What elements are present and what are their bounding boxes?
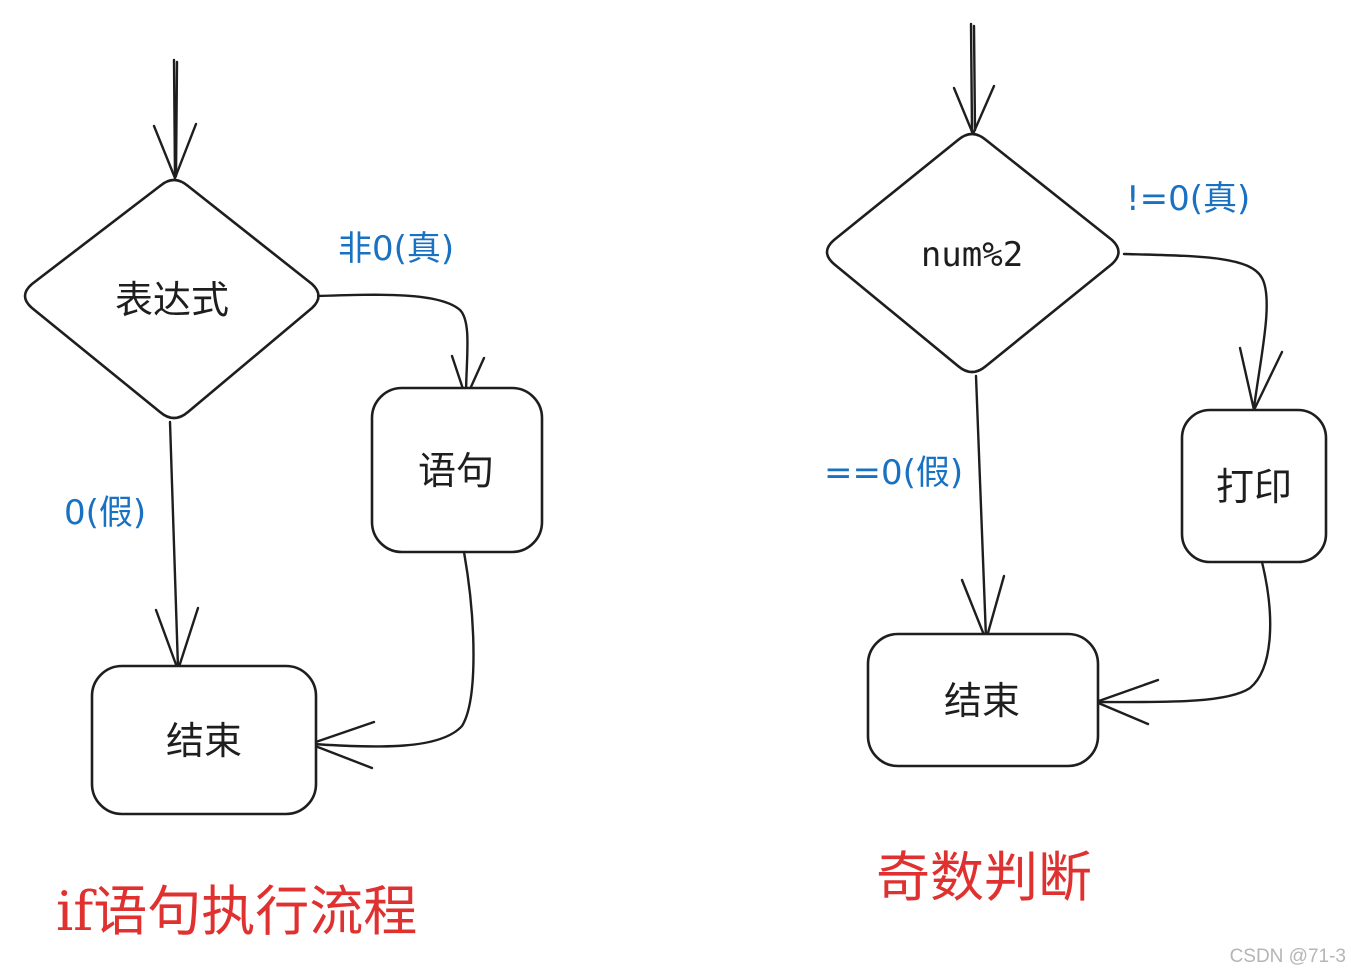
right-statement-to-end-edge: [1094, 560, 1272, 726]
right-end-text: 结束: [944, 679, 1020, 723]
left-statement-to-end-edge: [308, 550, 475, 770]
right-entry-arrow: [952, 22, 996, 136]
csdn-watermark: CSDN @71-3: [1230, 946, 1346, 967]
right-false-edge: [960, 374, 1006, 642]
left-statement-box: [370, 386, 544, 554]
right-statement-text: 打印: [1216, 465, 1292, 509]
right-decision-text: num%2: [921, 235, 1023, 275]
left-flowchart: 表达式 非0(真) 语句 0(假) 结束 if语句执行流程: [23, 58, 544, 943]
right-true-label: !=0(真): [1126, 179, 1250, 219]
left-true-label: 非0(真): [338, 229, 454, 269]
left-false-label: 0(假): [64, 493, 146, 533]
left-statement-text: 语句: [418, 449, 494, 493]
left-entry-arrow: [152, 58, 198, 180]
left-end-text: 结束: [166, 719, 242, 763]
right-false-label: ==0(假): [824, 453, 963, 493]
left-false-edge: [154, 420, 200, 672]
right-true-edge: [1122, 252, 1284, 412]
left-caption: if语句执行流程: [56, 880, 417, 943]
left-true-edge: [316, 293, 486, 400]
left-decision-diamond: [23, 178, 320, 420]
left-decision-text: 表达式: [115, 278, 229, 322]
right-statement-box: [1180, 408, 1328, 564]
right-end-box: [866, 632, 1100, 768]
right-flowchart: num%2 !=0(真) 打印 ==0(假) 结束 奇数判断: [824, 22, 1328, 909]
left-end-box: [90, 664, 318, 816]
right-decision-diamond: [825, 132, 1120, 374]
right-caption: 奇数判断: [876, 846, 1092, 909]
